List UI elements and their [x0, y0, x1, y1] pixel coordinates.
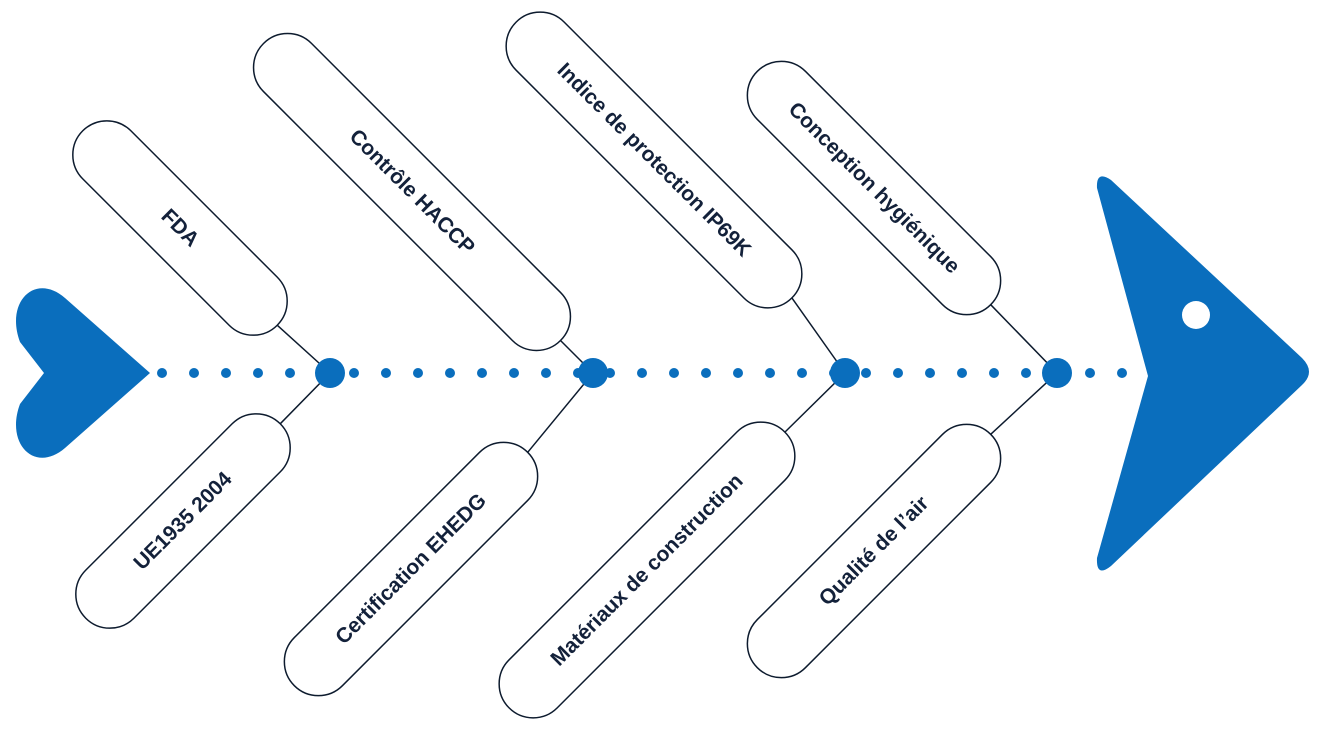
- bone-connectors: [276, 297, 1058, 453]
- bone-label: Conception hygiénique: [784, 98, 964, 278]
- spine-dot: [733, 368, 743, 378]
- spine-dot: [1085, 368, 1095, 378]
- bone-bottom-1: UE1935 2004: [75, 413, 291, 629]
- spine-dot: [349, 368, 359, 378]
- spine-dot: [861, 368, 871, 378]
- spine-dotted-line: [157, 368, 1127, 378]
- spine-dot: [893, 368, 903, 378]
- bone-connector: [990, 304, 1058, 374]
- spine-dot: [957, 368, 967, 378]
- bone-pill: [283, 441, 539, 697]
- bone-bottom-3: Matériaux de construction: [498, 421, 796, 719]
- bone-pill: [498, 421, 796, 719]
- spine-dot: [413, 368, 423, 378]
- spine-dot: [669, 368, 679, 378]
- bone-label: Certification EHEDG: [331, 489, 491, 649]
- bone-pill: [505, 11, 803, 309]
- bone-connector: [527, 372, 594, 453]
- bone-connector: [990, 372, 1058, 435]
- spine-dot: [157, 368, 167, 378]
- spine-dot: [797, 368, 807, 378]
- spine-dot: [765, 368, 775, 378]
- bone-pill: [746, 423, 1002, 679]
- spine-dot: [509, 368, 519, 378]
- bone-top-1: FDA: [72, 120, 288, 336]
- junction-node: [578, 358, 608, 388]
- fish-eye-icon: [1182, 301, 1210, 329]
- top-bones: FDA Contrôle HACCP Indice de protection …: [72, 11, 1002, 352]
- junction-node: [830, 358, 860, 388]
- junction-node: [315, 358, 345, 388]
- spine-dot: [701, 368, 711, 378]
- spine-dot: [285, 368, 295, 378]
- spine-dot: [445, 368, 455, 378]
- bottom-bones: UE1935 2004 Certification EHEDG Matériau…: [75, 413, 1002, 719]
- bone-label: Matériaux de construction: [546, 469, 747, 670]
- bone-pill: [75, 413, 291, 629]
- bone-connector: [791, 297, 846, 374]
- spine-dot: [1117, 368, 1127, 378]
- spine-dot: [477, 368, 487, 378]
- bone-label: Indice de protection IP69K: [553, 59, 756, 262]
- spine-dot: [189, 368, 199, 378]
- spine-dot: [989, 368, 999, 378]
- fish-head-icon: [1096, 176, 1309, 571]
- bone-top-2: Contrôle HACCP: [252, 32, 572, 352]
- spine-dot: [381, 368, 391, 378]
- heart-tail-icon: [16, 288, 150, 458]
- spine-dot: [1021, 368, 1031, 378]
- junction-nodes: [315, 358, 1072, 388]
- spine-dot: [925, 368, 935, 378]
- spine-dot: [637, 368, 647, 378]
- spine-dot: [221, 368, 231, 378]
- spine-dot: [541, 368, 551, 378]
- junction-node: [1042, 358, 1072, 388]
- spine-dot: [253, 368, 263, 378]
